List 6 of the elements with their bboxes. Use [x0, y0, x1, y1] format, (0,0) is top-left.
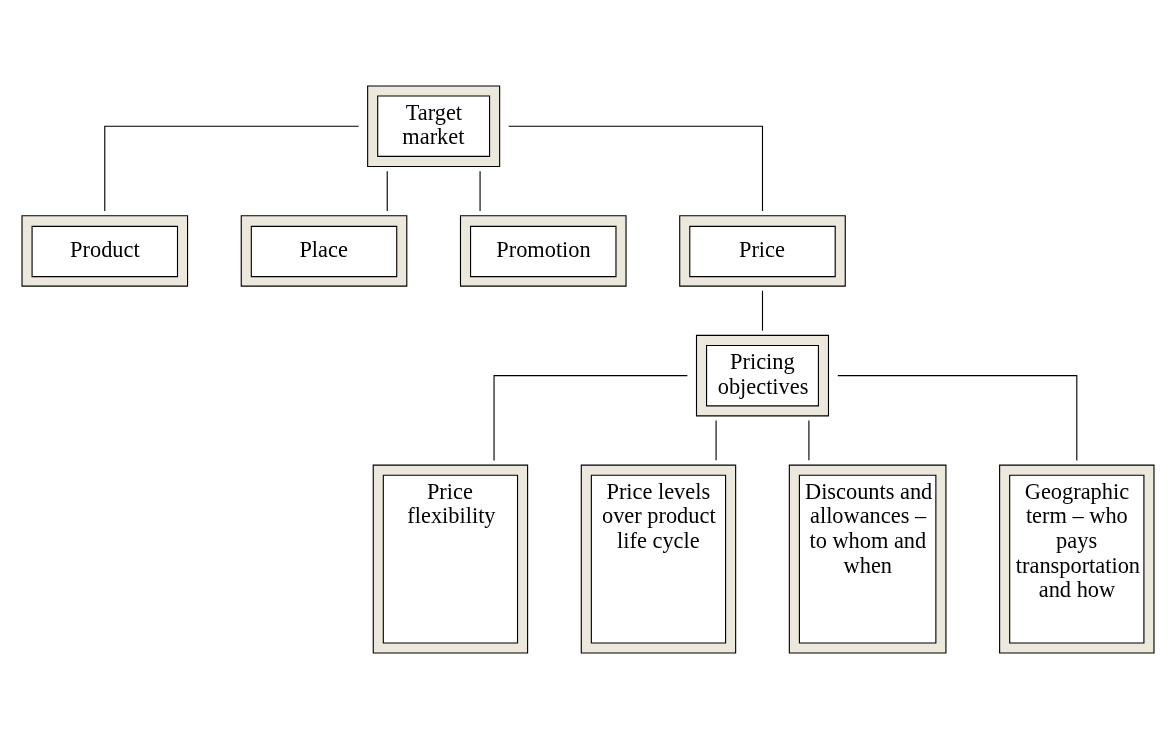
connector	[104, 125, 360, 212]
connector	[761, 289, 764, 331]
connector	[386, 170, 388, 211]
connector	[493, 374, 688, 461]
connector	[837, 374, 1078, 461]
connector	[508, 125, 764, 212]
